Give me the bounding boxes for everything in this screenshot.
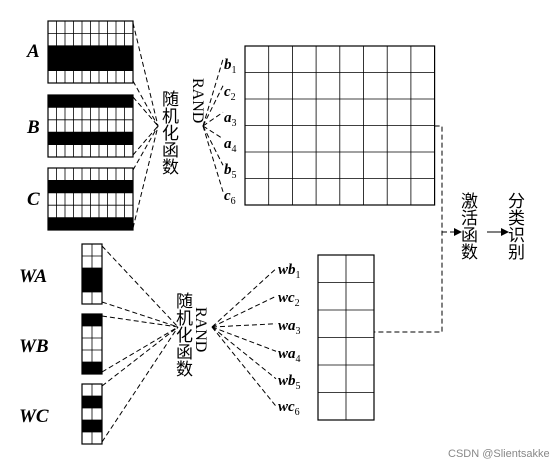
connector-line [132, 80, 159, 127]
connector-line [132, 96, 159, 127]
input-grid-c [47, 167, 134, 231]
connector-line [101, 326, 179, 387]
output-label: c6 [224, 188, 236, 207]
output-label: wc2 [278, 290, 300, 309]
input-label-wb: WB [19, 336, 49, 357]
connector-line [202, 125, 224, 140]
input-grids [47, 20, 134, 445]
classification-label: 分类识别 [504, 192, 525, 261]
output-label: a3 [224, 110, 237, 129]
input-label-wc: WC [19, 406, 49, 427]
bottom-output-matrix [317, 254, 375, 421]
watermark: CSDN @Slientsakke [448, 448, 550, 460]
input-grid-wb [81, 313, 103, 375]
connector-line [101, 326, 179, 443]
output-label: a4 [224, 136, 237, 155]
top-output-matrix [244, 45, 436, 206]
output-label: b5 [224, 162, 237, 181]
connector-line [211, 326, 277, 380]
input-grid-a [47, 20, 134, 84]
output-label: wa4 [278, 346, 301, 365]
input-label-wa: WA [19, 266, 47, 287]
connector-line [101, 315, 179, 328]
randomize-function-label: 随机化函数 [158, 90, 179, 175]
connector-line [202, 125, 224, 166]
output-label: wa3 [278, 318, 301, 337]
connector-line [132, 125, 159, 229]
randomize-function-label: 随机化函数 [172, 292, 193, 377]
rand-label: RAND [192, 307, 209, 352]
input-label-a: A [26, 41, 40, 62]
input-grid-wc [81, 383, 103, 445]
merge-line [374, 125, 443, 333]
connector-lines [101, 22, 509, 443]
input-grid-b [47, 94, 134, 158]
connector-line [101, 245, 179, 328]
randomize-function-top: 随机化函数 RAND [158, 78, 206, 175]
connector-line [101, 326, 179, 373]
connector-line [211, 268, 277, 328]
connector-line [211, 295, 277, 328]
connector-line [132, 125, 159, 156]
input-label-b: B [26, 117, 40, 138]
connector-line [202, 125, 224, 192]
randomize-function-bottom: 随机化函数 RAND [172, 292, 209, 377]
output-label: wc6 [278, 399, 300, 418]
input-grid-wa [81, 243, 103, 305]
activation-function-label: 激活函数 [457, 192, 478, 260]
bottom-output-labels: wb1 wc2 wa3 wa4 wb5 wc6 [278, 262, 301, 418]
connector-line [132, 22, 159, 127]
output-matrices [244, 45, 436, 421]
output-label: b1 [224, 57, 237, 76]
output-label: c2 [224, 84, 236, 103]
input-label-c: C [27, 189, 40, 210]
rand-label: RAND [189, 78, 206, 123]
output-label: wb1 [278, 262, 301, 281]
top-output-labels: b1 c2 a3 a4 b5 c6 [224, 57, 237, 207]
connector-line [211, 323, 277, 328]
connector-line [132, 125, 159, 171]
connector-line [211, 326, 277, 407]
output-label: wb5 [278, 373, 301, 392]
connector-line [202, 59, 224, 127]
connector-line [211, 326, 277, 352]
connector-line [101, 301, 179, 328]
connector-line [202, 111, 224, 127]
